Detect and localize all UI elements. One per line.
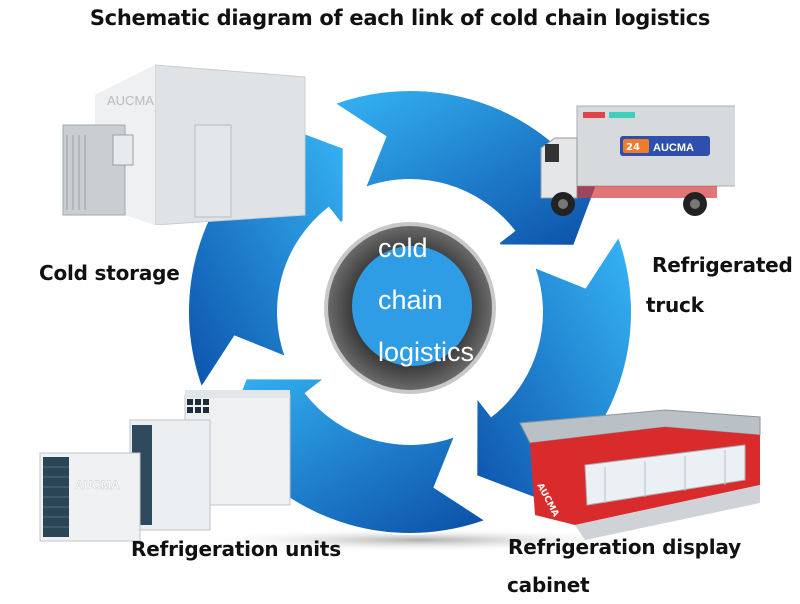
label-cold-storage: Cold storage	[39, 254, 180, 292]
label-display-cabinet: Refrigeration display	[508, 528, 741, 566]
cold-storage-brand: AUCMA	[107, 93, 154, 108]
floor-shadow	[190, 528, 650, 552]
truck-brand: AUCMA	[653, 142, 694, 154]
center-disc	[352, 246, 472, 366]
label-refrigerated-truck: Refrigerated	[652, 246, 793, 284]
center-line-logistics: logistics	[378, 337, 475, 367]
label-refrigerated-truck-line2: truck	[646, 286, 704, 324]
center-line-chain: chain	[378, 285, 443, 315]
diagram-title: Schematic diagram of each link of cold c…	[89, 6, 711, 30]
label-refrigeration-units: Refrigeration units	[131, 530, 341, 568]
label-line: cabinet	[507, 573, 590, 597]
center-line-cold: cold	[378, 233, 428, 263]
label-line: Cold storage	[39, 261, 180, 285]
units-brand: AUCMA	[75, 478, 120, 492]
label-line: Refrigerated	[652, 253, 793, 277]
refrigeration-units-image: AUCMA	[39, 390, 291, 542]
label-line: truck	[646, 293, 704, 317]
truck-badge: 24	[626, 142, 640, 153]
label-line: Refrigeration units	[131, 537, 341, 561]
refrigerated-truck-image: 24 AUCMA	[540, 105, 735, 216]
cold-storage-image: AUCMA	[62, 64, 306, 225]
label-display-cabinet-line2: cabinet	[507, 566, 590, 604]
display-cabinet-image: AUCMA	[519, 409, 761, 540]
center-label: cold chain logistics	[378, 222, 474, 378]
label-line: Refrigeration display	[508, 535, 741, 559]
